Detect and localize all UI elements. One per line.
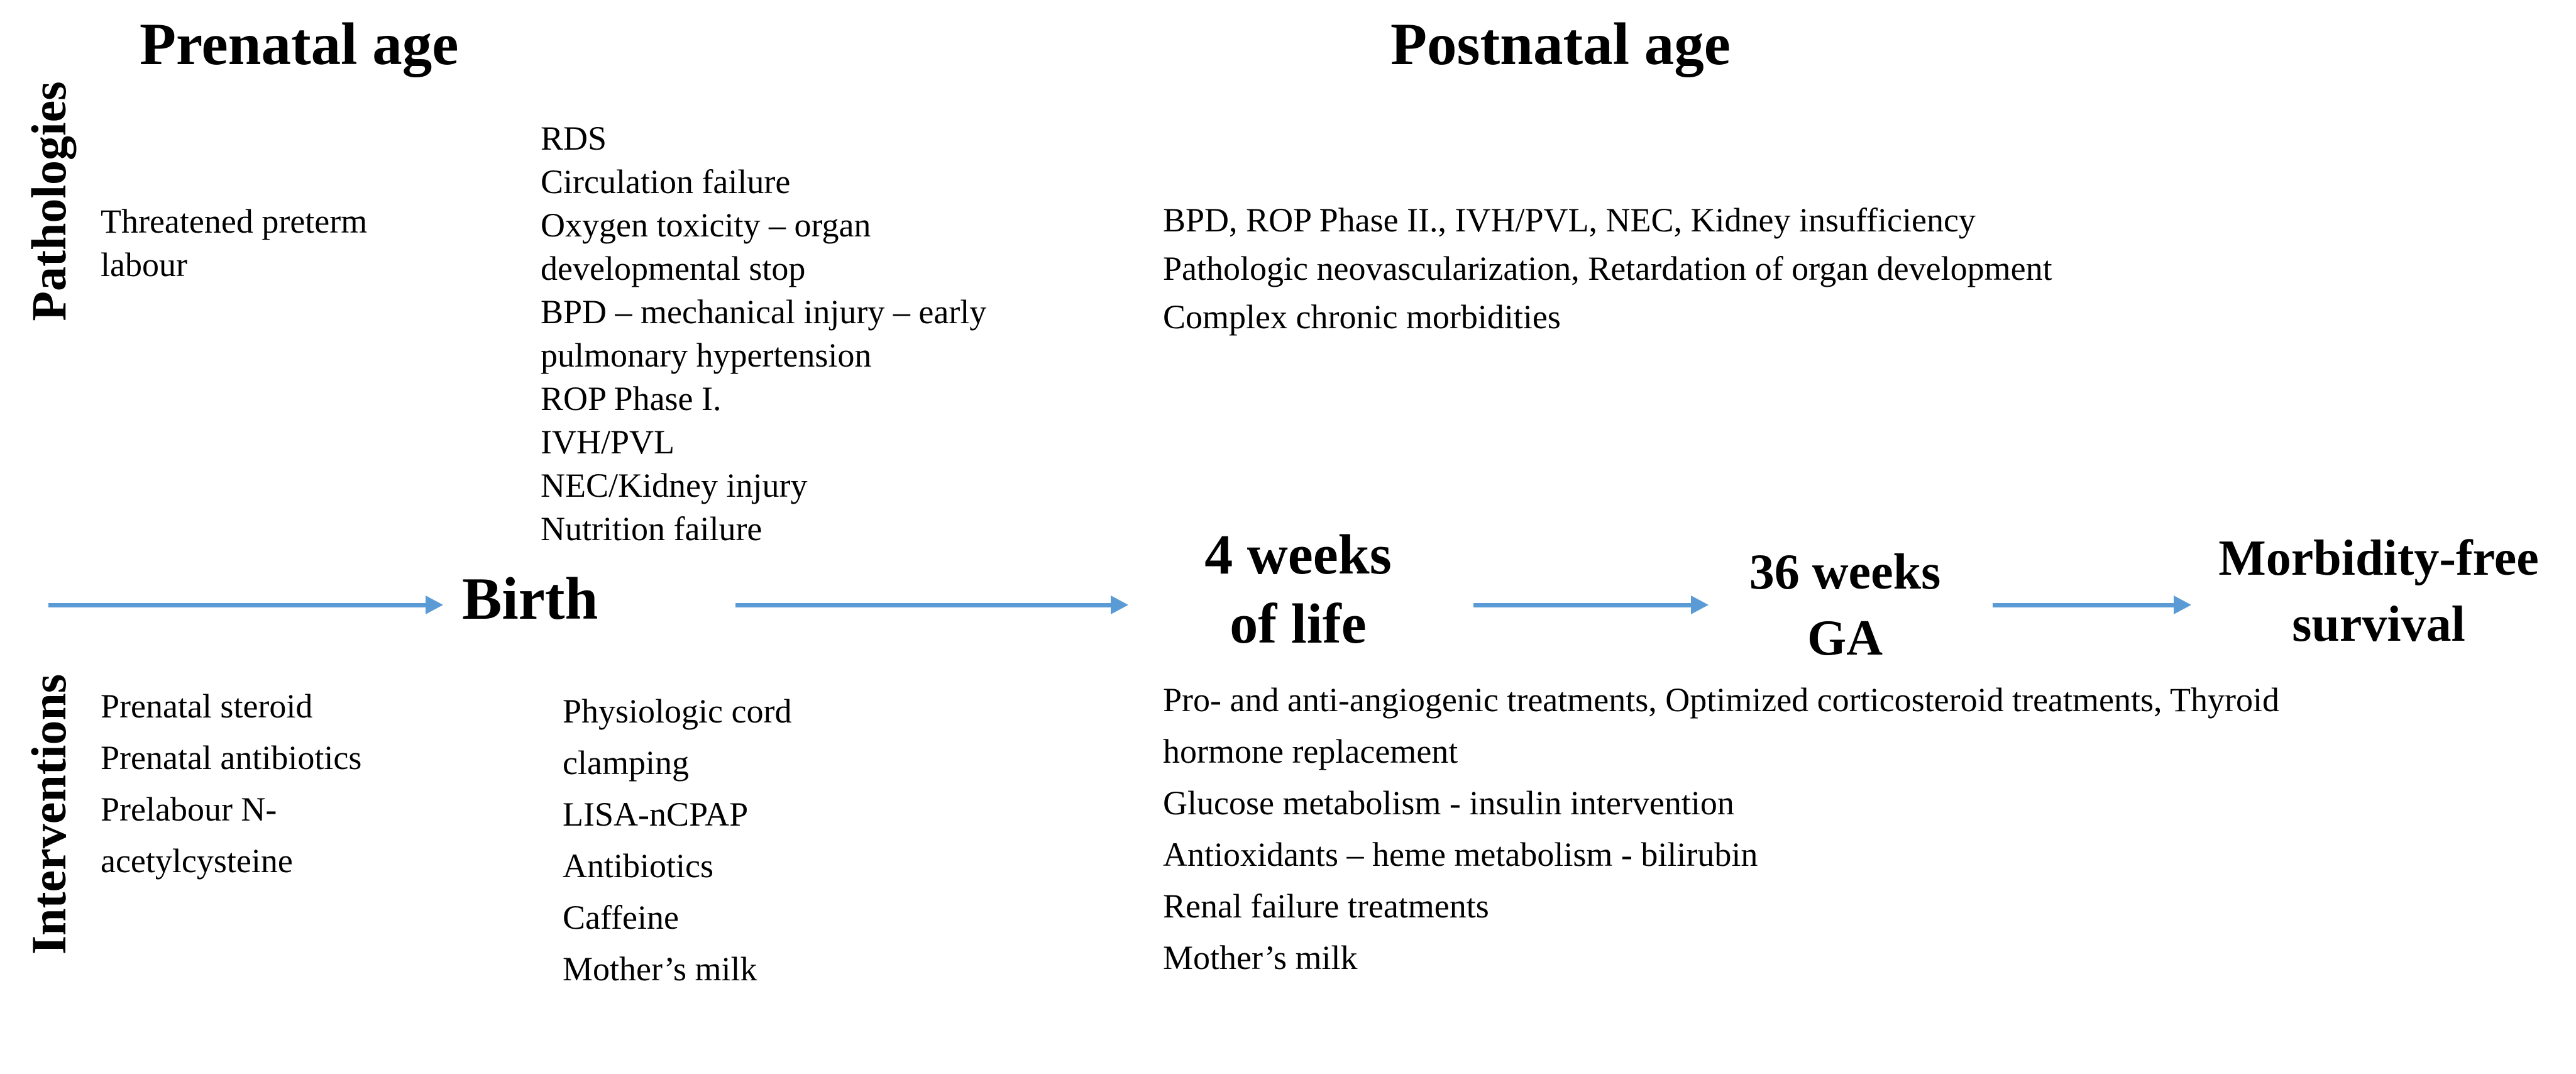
pathologies-postnatal-block: BPD, ROP Phase II., IVH/PVL, NEC, Kidney… bbox=[1163, 201, 2052, 336]
timeline-arrow-to-4-weeks bbox=[735, 594, 1128, 616]
arrow-shaft bbox=[735, 602, 1111, 607]
arrow-shaft bbox=[1473, 602, 1691, 607]
arrow-shaft bbox=[1993, 602, 2174, 607]
arrow-head-icon bbox=[1691, 595, 1709, 614]
pathologies-row-label: Pathologies bbox=[21, 81, 76, 321]
arrow-head-icon bbox=[2174, 595, 2191, 614]
milestone-birth: Birth bbox=[462, 565, 598, 632]
prenatal-age-header: Prenatal age bbox=[140, 11, 459, 77]
arrow-head-icon bbox=[1111, 595, 1128, 614]
arrow-shaft bbox=[48, 602, 426, 607]
timeline-arrow-to-36-weeks bbox=[1473, 594, 1709, 616]
interventions-postnatal-block: Pro- and anti-angiogenic treatments, Opt… bbox=[1163, 681, 2279, 977]
timeline-arrow-to-survival bbox=[1993, 594, 2191, 616]
timeline-arrow-to-birth bbox=[48, 594, 443, 616]
arrow-head-icon bbox=[426, 595, 443, 614]
postnatal-age-header: Postnatal age bbox=[1390, 11, 1731, 77]
interventions-row-label: Interventions bbox=[21, 673, 76, 955]
